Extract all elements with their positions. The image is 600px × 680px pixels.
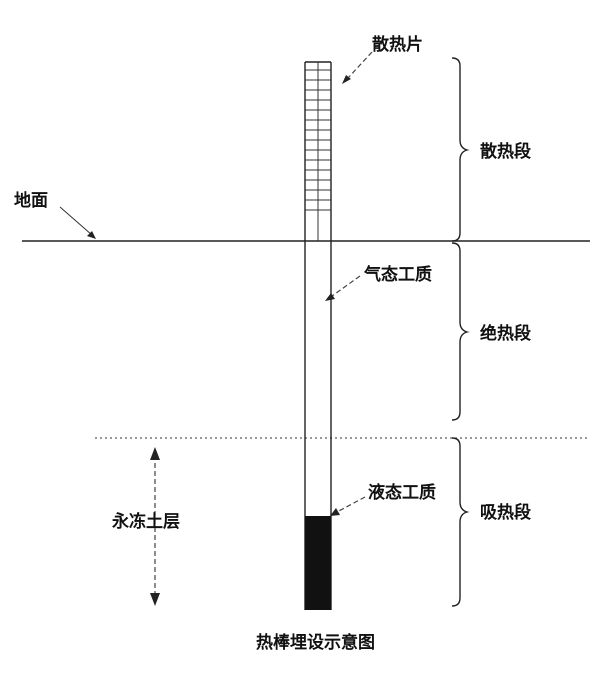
fins-label: 散热片 (372, 34, 423, 55)
liquid-fluid-fill (305, 516, 331, 610)
vapor-leader (325, 275, 361, 301)
adiabatic-section-bracket (451, 242, 470, 421)
cooling-fins (305, 69, 331, 211)
dissipation-section-bracket (451, 57, 470, 242)
ground-leader (59, 206, 96, 239)
vapor-fluid-label: 气态工质 (363, 264, 432, 285)
liquid-leader (330, 496, 366, 516)
absorption-section-bracket (451, 437, 470, 607)
permafrost-depth-arrow (150, 447, 160, 606)
permafrost-layer-label: 永冻土层 (111, 511, 180, 532)
dissipation-section-label: 散热段 (480, 141, 531, 162)
heat-pipe (304, 61, 332, 610)
fins-leader (342, 51, 373, 84)
ground-label: 地面 (14, 190, 48, 211)
figure-caption: 热棒埋设示意图 (256, 632, 375, 653)
liquid-fluid-label: 液态工质 (368, 482, 436, 503)
absorption-section-label: 吸热段 (480, 502, 531, 523)
adiabatic-section-label: 绝热段 (480, 323, 531, 344)
